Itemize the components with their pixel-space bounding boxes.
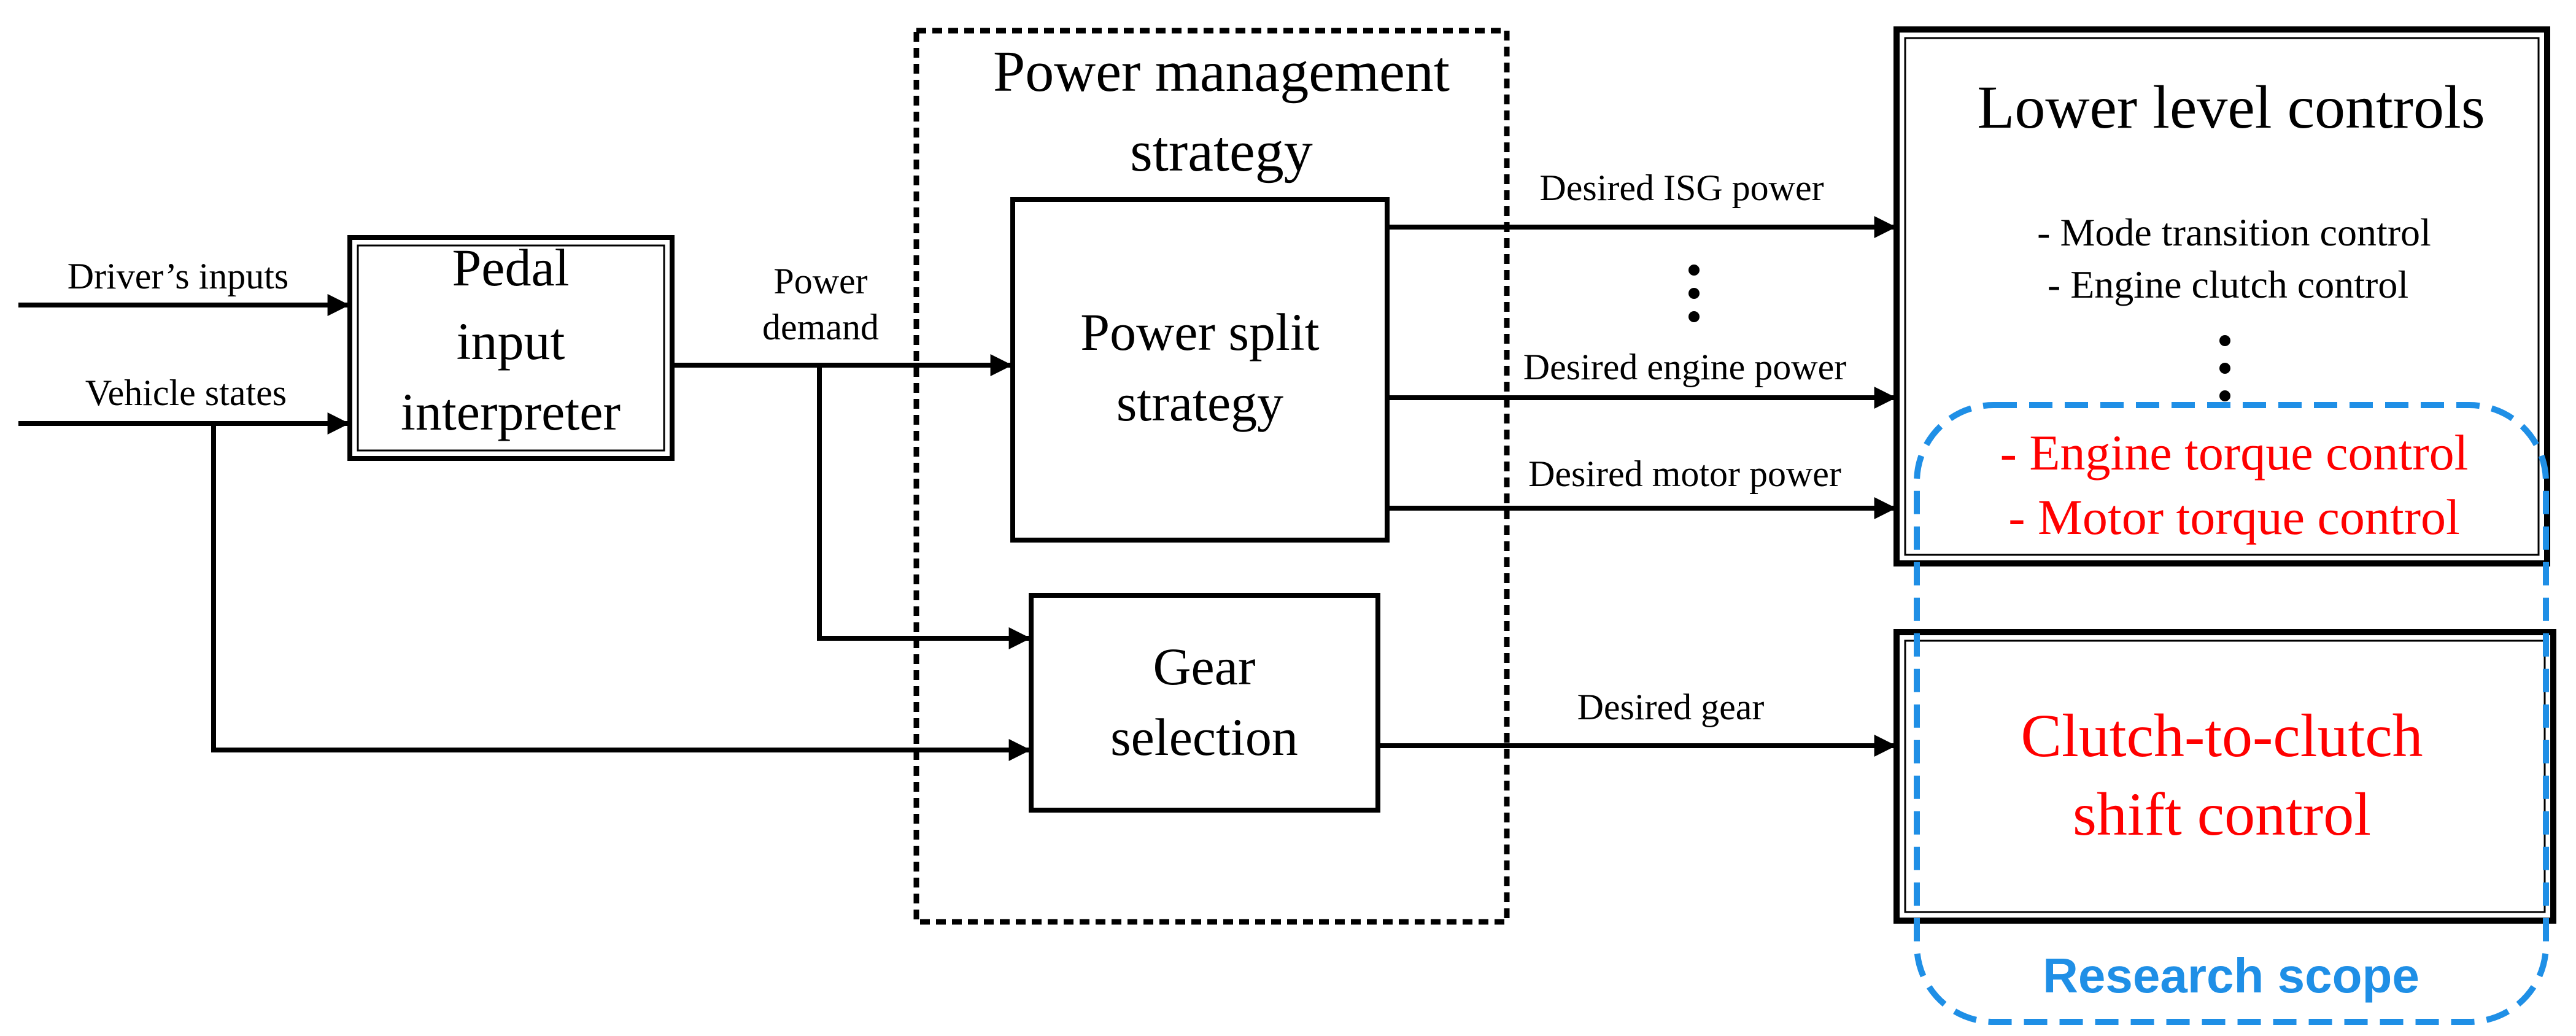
lower-controls-title: Lower level controls xyxy=(1977,73,2485,141)
isg-power-label: Desired ISG power xyxy=(1539,168,1824,208)
pms-title-line2: strategy xyxy=(1130,120,1313,184)
driver-inputs-label: Driver’s inputs xyxy=(68,256,289,296)
power-split-strategy-box xyxy=(1010,197,1390,543)
power-management-frame xyxy=(913,28,1510,925)
gear-label: Desired gear xyxy=(1577,687,1765,727)
pedal-label-line2: input xyxy=(457,312,565,371)
vehicle-states-to-gear-connector xyxy=(211,423,1031,761)
gear-selection-box xyxy=(1029,593,1380,813)
lower-controls-item-engine-clutch: - Engine clutch control xyxy=(2048,263,2408,306)
signals-ellipsis xyxy=(1688,265,1700,322)
pedal-label-line3: interpreter xyxy=(401,382,621,441)
motor-power-label: Desired motor power xyxy=(1528,454,1841,494)
power-demand-line1: Power xyxy=(773,261,867,301)
shift-control-line2: shift control xyxy=(2073,780,2371,848)
power-split-line1: Power split xyxy=(1080,303,1320,361)
engine-power-label: Desired engine power xyxy=(1523,347,1846,387)
pedal-input-interpreter-box xyxy=(347,235,675,461)
pedal-label-line1: Pedal xyxy=(452,238,569,297)
lower-controls-ellipsis xyxy=(2219,335,2230,401)
pms-title-line1: Power management xyxy=(993,40,1450,104)
vehicle-states-label: Vehicle states xyxy=(85,373,287,413)
lower-controls-item-engine-torque: - Engine torque control xyxy=(2000,425,2469,481)
research-scope-outline xyxy=(1914,402,2549,1025)
lower-controls-item-mode-transition: - Mode transition control xyxy=(2037,211,2431,254)
lower-controls-item-motor-torque: - Motor torque control xyxy=(2008,489,2460,545)
power-split-line2: strategy xyxy=(1116,373,1283,432)
lower-level-controls-box xyxy=(1893,26,2550,566)
power-demand-to-gear-connector xyxy=(817,365,1031,649)
research-scope-label: Research scope xyxy=(2043,948,2419,1003)
gear-selection-line1: Gear xyxy=(1153,637,1255,696)
shift-control-box xyxy=(1893,629,2556,924)
gear-selection-line2: selection xyxy=(1110,708,1298,767)
shift-control-line1: Clutch-to-clutch xyxy=(2021,702,2423,770)
power-demand-line2: demand xyxy=(762,307,879,347)
